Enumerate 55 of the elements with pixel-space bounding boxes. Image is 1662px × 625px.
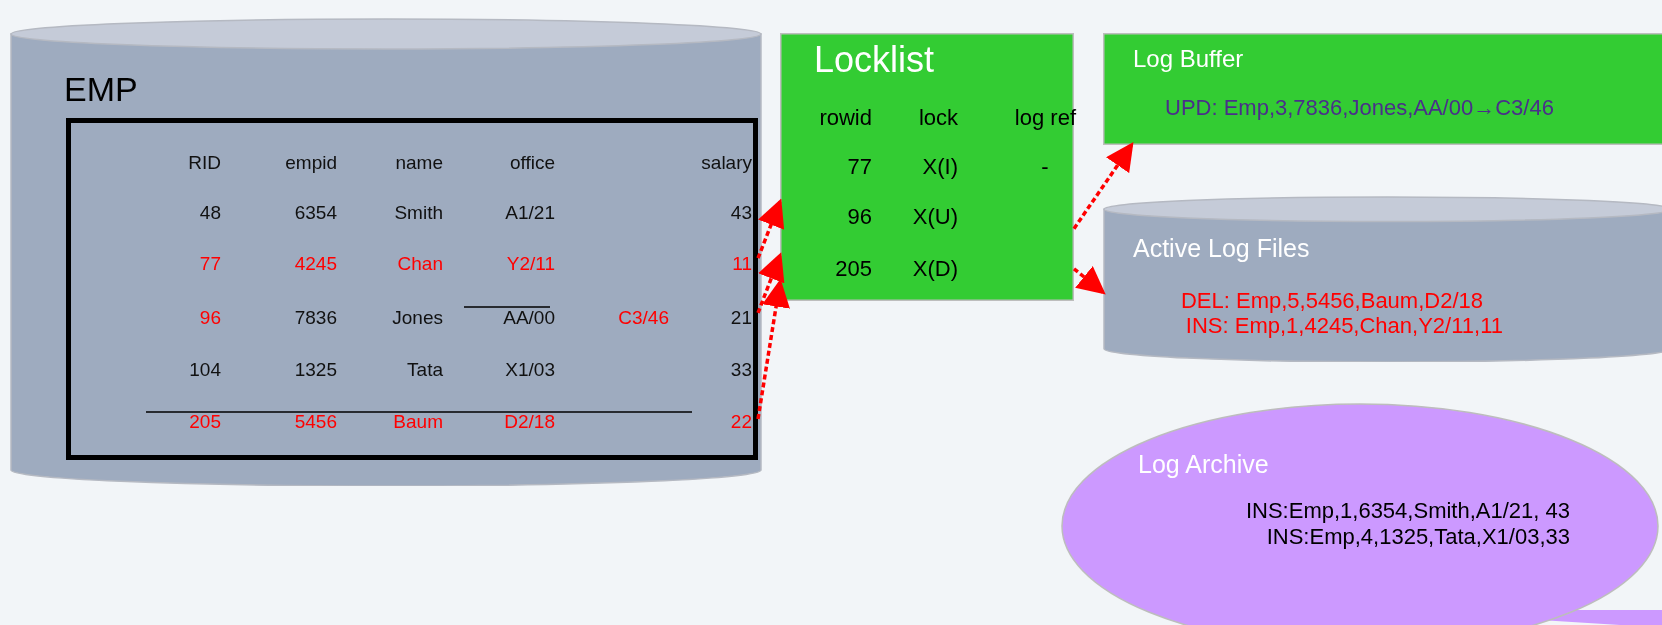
panel-title: Log Archive — [1138, 450, 1270, 479]
table-value: - — [1040, 154, 1050, 180]
table-value: 33 — [729, 359, 752, 381]
table-title: EMP — [64, 70, 139, 110]
table-value: Baum — [392, 411, 443, 433]
table-value: 205 — [834, 256, 872, 282]
table-frame — [66, 118, 758, 460]
panel-title: Log Buffer — [1133, 45, 1245, 73]
arrow — [756, 198, 785, 259]
table-value: 1325 — [293, 359, 337, 381]
table-value: 43 — [729, 202, 752, 224]
column-header: office — [508, 152, 555, 174]
arrow — [1072, 142, 1134, 230]
table-value: X(D) — [911, 256, 958, 282]
table-value: 7836 — [293, 307, 337, 329]
log-record: INS:Emp,4,1325,Tata,X1/03,33 — [1265, 524, 1570, 550]
table-value: Tata — [406, 359, 443, 381]
table-value: 77 — [846, 154, 872, 180]
table-value: A1/21 — [504, 202, 555, 224]
column-header: RID — [187, 152, 221, 174]
arrow — [756, 278, 790, 420]
arrow — [756, 252, 785, 314]
log-record: INS: Emp,1,4245,Chan,Y2/11,11 — [1184, 313, 1503, 339]
table-value: AA/00 — [502, 307, 555, 329]
table-value: 96 — [846, 204, 872, 230]
table-value: 104 — [188, 359, 221, 381]
column-header: rowid — [818, 105, 872, 131]
table-value: 96 — [198, 307, 221, 329]
arrow — [1072, 266, 1106, 295]
panel-title: Active Log Files — [1133, 234, 1311, 263]
log-record: UPD: Emp,3,7836,Jones,AA/00→C3/46 — [1165, 95, 1555, 121]
column-header: lock — [917, 105, 958, 131]
log-record: DEL: Emp,5,5456,Baum,D2/18 — [1179, 288, 1483, 314]
table-value: Smith — [393, 202, 443, 224]
table-value: 77 — [198, 253, 221, 275]
column-header: empid — [284, 152, 337, 174]
table-value: 11 — [731, 253, 752, 275]
column-header: salary — [700, 152, 752, 174]
panel-title: Locklist — [814, 39, 936, 81]
table-value: Y2/11 — [505, 253, 555, 275]
table-value: X(U) — [911, 204, 958, 230]
table-value: C3/46 — [617, 307, 669, 329]
column-header: name — [394, 152, 443, 174]
table-value: Jones — [391, 307, 443, 329]
table-value: 205 — [188, 411, 221, 433]
table-value: X(I) — [921, 154, 958, 180]
table-value: X1/03 — [504, 359, 555, 381]
table-value: D2/18 — [503, 411, 555, 433]
table-value: 48 — [198, 202, 221, 224]
table-value: 4245 — [293, 253, 337, 275]
log-record: INS:Emp,1,6354,Smith,A1/21, 43 — [1244, 498, 1570, 524]
table-value: 5456 — [293, 411, 337, 433]
table-value: 22 — [729, 411, 752, 433]
table-value: Chan — [396, 253, 443, 275]
table-value: 6354 — [293, 202, 337, 224]
